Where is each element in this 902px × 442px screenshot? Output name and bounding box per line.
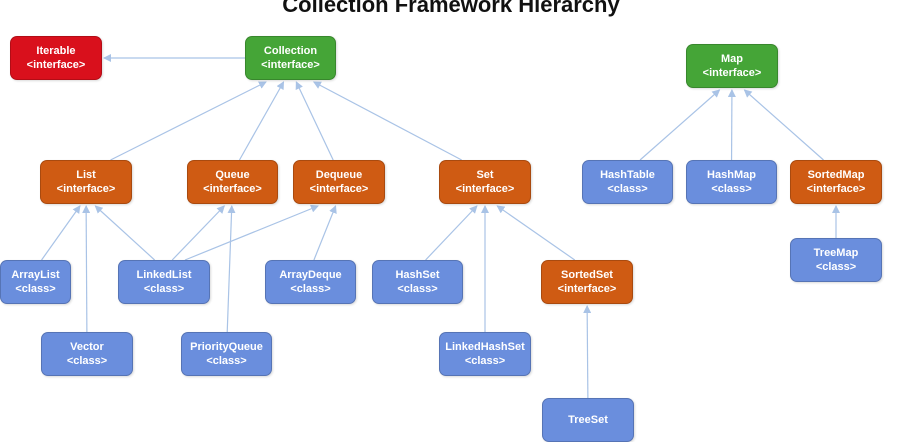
node-kind: <interface> [203, 182, 262, 196]
node-kind: <class> [816, 260, 856, 274]
node-name: ArrayList [11, 268, 59, 282]
node-kind: <class> [144, 282, 184, 296]
edge-linkedlist-to-dequeue [185, 206, 318, 260]
edge-arraydeque-to-dequeue [314, 206, 336, 260]
node-name: Collection [264, 44, 317, 58]
node-arraydeque: ArrayDeque<class> [265, 260, 356, 304]
edge-list-to-collection [111, 82, 266, 160]
node-arraylist: ArrayList<class> [0, 260, 71, 304]
node-treeset: TreeSet [542, 398, 634, 442]
node-name: ArrayDeque [279, 268, 341, 282]
node-sortedmap: SortedMap<interface> [790, 160, 882, 204]
edge-sortedset-to-set [497, 206, 575, 260]
node-kind: <interface> [261, 58, 320, 72]
node-linkedhashset: LinkedHashSet<class> [439, 332, 531, 376]
node-hashmap: HashMap<class> [686, 160, 777, 204]
node-kind: <interface> [558, 282, 617, 296]
edge-dequeue-to-collection [296, 82, 333, 160]
edge-sortedmap-to-map [744, 90, 823, 160]
node-name: HashMap [707, 168, 756, 182]
node-name: HashTable [600, 168, 655, 182]
node-treemap: TreeMap<class> [790, 238, 882, 282]
node-kind: <interface> [57, 182, 116, 196]
node-priorityqueue: PriorityQueue<class> [181, 332, 272, 376]
node-kind: <class> [397, 282, 437, 296]
node-name: Dequeue [316, 168, 362, 182]
node-hashtable: HashTable<class> [582, 160, 673, 204]
node-kind: <class> [607, 182, 647, 196]
node-name: LinkedHashSet [445, 340, 524, 354]
node-hashset: HashSet<class> [372, 260, 463, 304]
edge-vector-to-list [86, 206, 87, 332]
node-set: Set<interface> [439, 160, 531, 204]
edge-queue-to-collection [239, 82, 283, 160]
node-name: TreeSet [568, 413, 608, 427]
node-linkedlist: LinkedList<class> [118, 260, 210, 304]
node-kind: <interface> [27, 58, 86, 72]
edge-hashtable-to-map [640, 90, 719, 160]
node-sortedset: SortedSet<interface> [541, 260, 633, 304]
node-name: SortedMap [808, 168, 865, 182]
node-name: Set [476, 168, 493, 182]
node-name: SortedSet [561, 268, 613, 282]
node-kind: <class> [67, 354, 107, 368]
node-kind: <class> [206, 354, 246, 368]
node-name: LinkedList [136, 268, 191, 282]
node-collection: Collection<interface> [245, 36, 336, 80]
node-vector: Vector<class> [41, 332, 133, 376]
node-name: Map [721, 52, 743, 66]
edge-hashset-to-set [426, 206, 477, 260]
node-kind: <class> [465, 354, 505, 368]
node-kind: <interface> [310, 182, 369, 196]
edge-set-to-collection [314, 82, 462, 160]
node-name: Queue [215, 168, 249, 182]
node-kind: <interface> [807, 182, 866, 196]
node-map: Map<interface> [686, 44, 778, 88]
edge-priorityqueue-to-queue [227, 206, 232, 332]
node-name: Vector [70, 340, 104, 354]
node-kind: <class> [711, 182, 751, 196]
node-name: TreeMap [814, 246, 859, 260]
edge-linkedlist-to-queue [172, 206, 224, 260]
node-kind: <interface> [456, 182, 515, 196]
node-list: List<interface> [40, 160, 132, 204]
diagram-title: Collection Framework Hierarchy [0, 0, 902, 18]
edge-treeset-to-sortedset [587, 306, 588, 398]
node-dequeue: Dequeue<interface> [293, 160, 385, 204]
node-iterable: Iterable<interface> [10, 36, 102, 80]
node-name: HashSet [395, 268, 439, 282]
node-name: PriorityQueue [190, 340, 263, 354]
edge-arraylist-to-list [42, 206, 80, 260]
node-kind: <class> [290, 282, 330, 296]
edge-linkedlist-to-list [95, 206, 154, 260]
node-kind: <class> [15, 282, 55, 296]
node-kind: <interface> [703, 66, 762, 80]
node-name: Iterable [36, 44, 75, 58]
node-name: List [76, 168, 96, 182]
node-queue: Queue<interface> [187, 160, 278, 204]
